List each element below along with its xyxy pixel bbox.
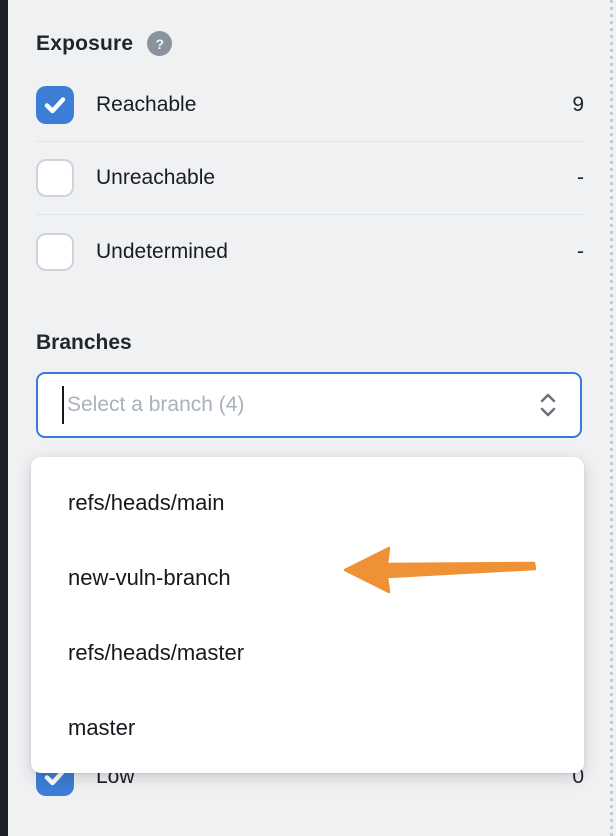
exposure-option-label: Reachable <box>96 93 197 116</box>
chevron-updown-icon[interactable] <box>538 391 558 419</box>
checkbox-unchecked-icon[interactable] <box>36 232 74 271</box>
branches-title: Branches <box>36 331 132 354</box>
exposure-option-label: Unreachable <box>96 166 216 189</box>
exposure-option-count: - <box>577 166 584 189</box>
exposure-row-reachable[interactable]: Reachable 9 <box>36 69 584 142</box>
severity-option-count: 0 <box>572 765 584 788</box>
branch-option[interactable]: master <box>68 714 136 740</box>
exposure-section-header: Exposure ? <box>36 31 173 56</box>
checkbox-unchecked-icon[interactable] <box>36 159 74 197</box>
panel-resize-handle[interactable] <box>610 0 613 836</box>
exposure-option-label: Undetermined <box>96 239 228 263</box>
branch-input-placeholder: Select a branch (4) <box>67 393 245 416</box>
exposure-option-count: 9 <box>572 93 584 116</box>
panel-left-edge <box>0 0 8 836</box>
branch-select-input[interactable]: Select a branch (4) <box>36 372 582 438</box>
branch-dropdown-menu: refs/heads/main new-vuln-branch refs/hea… <box>31 457 584 773</box>
branch-option-annotated[interactable]: new-vuln-branch <box>68 564 231 590</box>
branch-option[interactable]: refs/heads/main <box>68 489 225 515</box>
exposure-options-list: Reachable 9 Unreachable - Undetermined - <box>36 69 584 288</box>
exposure-title: Exposure <box>36 31 134 55</box>
checkbox-checked-icon[interactable] <box>36 86 74 124</box>
text-cursor <box>62 386 64 424</box>
branch-option[interactable]: refs/heads/master <box>68 639 245 665</box>
exposure-option-count: - <box>577 239 584 263</box>
exposure-row-unreachable[interactable]: Unreachable - <box>36 142 584 215</box>
help-icon[interactable]: ? <box>147 31 173 56</box>
exposure-row-undetermined[interactable]: Undetermined - <box>36 215 584 288</box>
